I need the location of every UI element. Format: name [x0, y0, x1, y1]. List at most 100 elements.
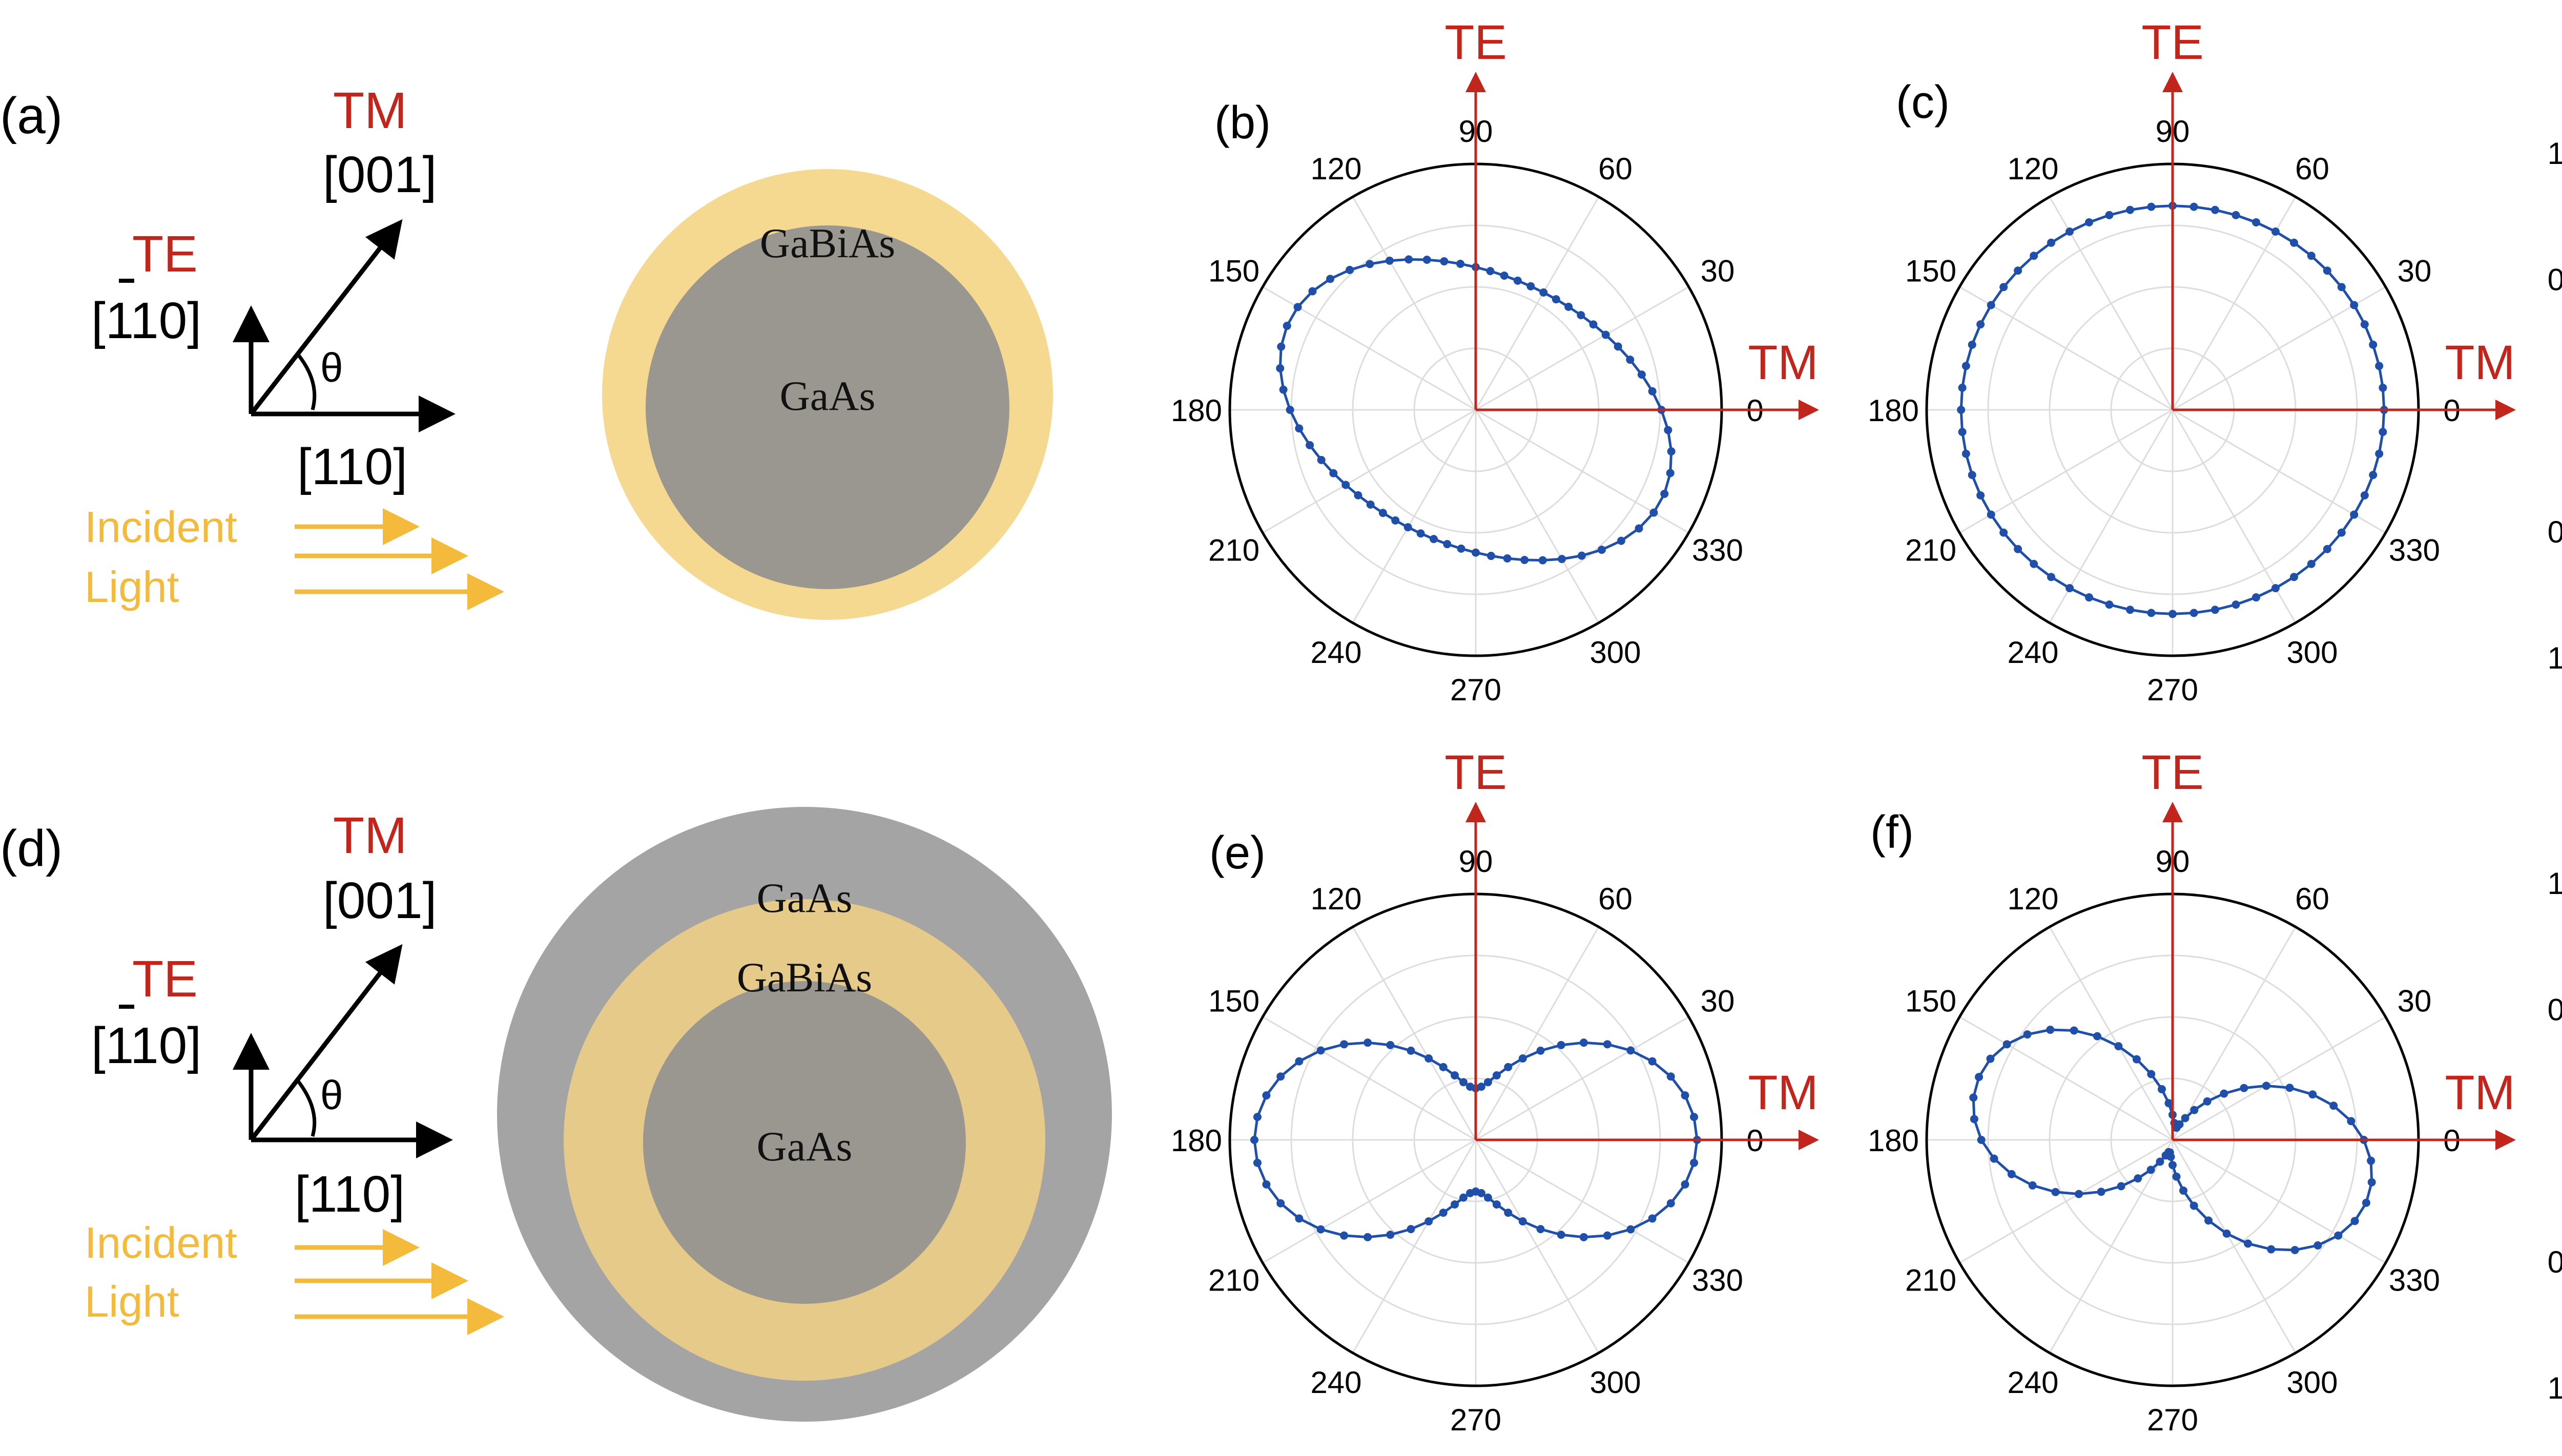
data-point — [2028, 1181, 2037, 1190]
data-point — [2323, 545, 2331, 553]
angle-tick-label: 150 — [1905, 254, 1956, 288]
data-point — [2251, 218, 2260, 226]
data-point — [1648, 1057, 1657, 1066]
data-point — [1451, 1200, 1459, 1209]
data-point — [1597, 546, 1606, 554]
data-point — [1520, 556, 1529, 565]
data-point — [1440, 257, 1449, 266]
data-point — [1513, 276, 1522, 285]
data-point — [1976, 491, 1985, 500]
data-point — [2308, 1090, 2317, 1099]
data-point — [2189, 1201, 2198, 1210]
data-point — [1504, 1063, 1513, 1071]
data-point — [1403, 523, 1412, 532]
data-point — [1424, 1217, 1433, 1226]
data-point — [2065, 227, 2074, 236]
data-point — [1589, 320, 1598, 329]
data-point — [2105, 600, 2114, 609]
schematic-d: (d) TM [001] TE [110] θ [110] Incident L… — [0, 807, 1112, 1422]
data-point — [2360, 320, 2369, 329]
data-point — [1385, 256, 1394, 265]
angle-tick-label: 180 — [1171, 1124, 1222, 1158]
data-point — [2075, 1190, 2083, 1198]
data-point — [1626, 356, 1635, 364]
scale-tick-label: 1.0 — [2548, 1371, 2562, 1405]
panel-label: (e) — [1209, 827, 1266, 879]
x-direction: [110] — [295, 1166, 405, 1223]
data-point — [1626, 1046, 1635, 1055]
data-point — [2126, 606, 2135, 614]
data-point — [2146, 1166, 2155, 1174]
grid-spoke — [1352, 409, 1477, 623]
data-point — [2181, 1114, 2189, 1122]
data-point — [1536, 1225, 1545, 1234]
data-point — [1603, 1040, 1611, 1049]
angle-tick-label: 180 — [1868, 1124, 1919, 1158]
scale-tick-label: 0.5 — [2548, 1245, 2562, 1279]
data-point — [1552, 295, 1560, 304]
data-point — [1250, 1136, 1258, 1144]
data-point — [2046, 1026, 2055, 1034]
data-point — [1557, 1231, 1565, 1239]
data-point — [2347, 1117, 2356, 1126]
grid-spoke — [1959, 409, 2173, 534]
data-point — [2117, 1182, 2125, 1191]
data-point — [1579, 1038, 1588, 1047]
light-label: Light — [85, 563, 179, 612]
data-point — [2047, 573, 2056, 581]
data-point — [1295, 1057, 1304, 1066]
data-point — [1341, 481, 1350, 489]
angle-tick-label: 120 — [1310, 882, 1361, 916]
theta-arc — [296, 352, 317, 410]
tm-arrow — [249, 219, 403, 415]
data-point — [1277, 342, 1286, 351]
data-point — [2379, 428, 2387, 436]
scale-tick-label: 0.5 — [2548, 262, 2562, 297]
data-point — [2369, 471, 2378, 480]
data-point — [2014, 545, 2022, 553]
data-point — [2369, 340, 2378, 349]
data-point — [2164, 1099, 2173, 1108]
data-point — [1579, 1233, 1588, 1241]
angle-tick-label: 60 — [2295, 882, 2329, 916]
data-point — [1276, 1199, 1285, 1208]
scale-tick-label: 0.5 — [2548, 992, 2562, 1027]
angle-tick-label: 210 — [1208, 1263, 1259, 1298]
grid-spoke — [1475, 196, 1600, 410]
data-point — [2002, 1040, 2011, 1049]
te-direction: [110] — [91, 1017, 201, 1074]
angle-tick-label: 300 — [2286, 1365, 2338, 1400]
grid-spoke — [1352, 196, 1477, 410]
data-point — [1999, 283, 2008, 292]
data-point — [2267, 1245, 2276, 1254]
data-point — [1648, 387, 1657, 396]
grid-spoke — [1959, 1139, 2173, 1264]
data-point — [1466, 1083, 1475, 1091]
grid-spoke — [1475, 1139, 1600, 1354]
data-point — [1472, 548, 1480, 557]
grid-spoke — [1475, 926, 1600, 1140]
data-point — [1536, 1046, 1545, 1055]
data-point — [2289, 573, 2298, 581]
angle-tick-label: 30 — [1701, 984, 1735, 1018]
tm-axis-label: TM — [1748, 336, 1818, 390]
data-point — [2307, 559, 2316, 568]
data-point — [2179, 1186, 2188, 1195]
te-label: TE — [132, 225, 198, 283]
theta-symbol: θ — [320, 1072, 343, 1118]
data-point — [1987, 301, 1995, 309]
data-point — [1504, 1209, 1513, 1217]
data-point — [1577, 551, 1586, 560]
panel-label-d: (d) — [0, 820, 63, 877]
angle-tick-label: 240 — [1310, 1365, 1361, 1400]
data-point — [1459, 1078, 1468, 1087]
grid-spoke — [2172, 1139, 2386, 1264]
data-point — [1518, 1054, 1527, 1063]
data-point — [2168, 610, 2177, 618]
data-point — [1986, 1054, 1995, 1063]
angle-tick-label: 210 — [1905, 533, 1956, 568]
angle-tick-label: 240 — [2007, 1365, 2058, 1400]
incident-label: Incident — [85, 503, 237, 552]
